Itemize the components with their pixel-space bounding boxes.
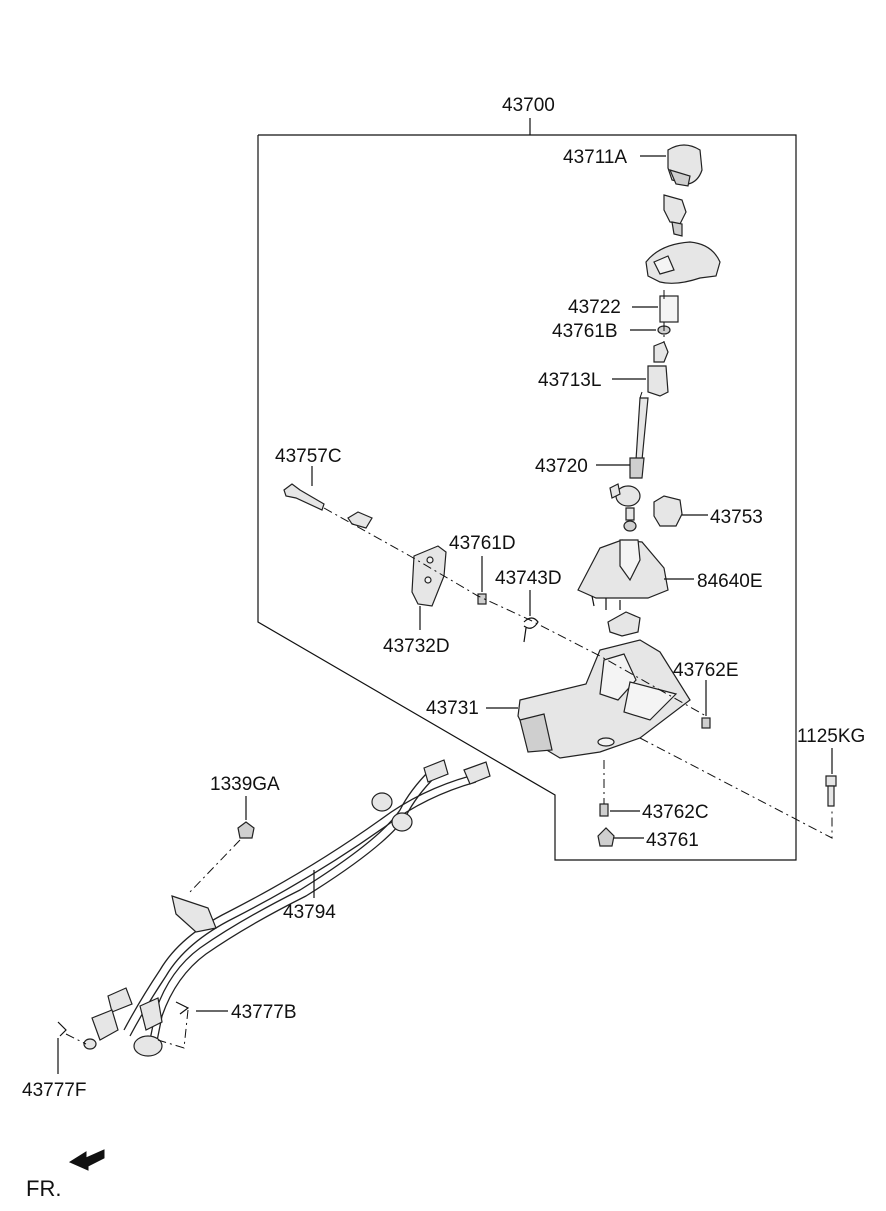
knob-shell-part xyxy=(645,241,721,284)
label-43761B: 43761B xyxy=(552,321,618,342)
shift-lever-part xyxy=(609,397,649,532)
pin-c-part xyxy=(599,803,609,817)
assembly-boundary xyxy=(257,134,797,861)
label-43720: 43720 xyxy=(535,456,588,477)
label-43777F: 43777F xyxy=(22,1080,86,1101)
bolt-kg-part xyxy=(825,775,837,807)
spring-part xyxy=(659,295,679,323)
shift-boot-part xyxy=(577,539,669,637)
bracket-d-part xyxy=(411,545,447,607)
label-43722: 43722 xyxy=(568,297,621,318)
label-43762C: 43762C xyxy=(642,802,709,823)
bushing-part xyxy=(653,495,683,527)
label-43731: 43731 xyxy=(426,698,479,719)
alignment-line-clip-f xyxy=(65,1033,87,1045)
front-arrow-icon xyxy=(68,1149,105,1171)
alignment-line-nut xyxy=(187,839,241,895)
label-43732D: 43732D xyxy=(383,636,450,657)
bolt-c-part xyxy=(283,483,373,529)
lever-l-part xyxy=(647,341,669,397)
label-43762E: 43762E xyxy=(673,660,739,681)
label-43777B: 43777B xyxy=(231,1002,297,1023)
label-43700: 43700 xyxy=(502,95,555,116)
clip-f-part xyxy=(57,1021,67,1037)
front-label: FR. xyxy=(26,1176,61,1201)
shift-cable-part xyxy=(83,759,491,1057)
label-43757C: 43757C xyxy=(275,446,342,467)
label-43713L: 43713L xyxy=(538,370,601,391)
shift-knob-part xyxy=(663,144,703,237)
label-43761: 43761 xyxy=(646,830,699,851)
bush-43761-part xyxy=(597,827,615,847)
label-84640E: 84640E xyxy=(697,571,763,592)
label-1339GA: 1339GA xyxy=(210,774,280,795)
label-43743D: 43743D xyxy=(495,568,562,589)
nut-ga-part xyxy=(237,821,255,839)
alignment-line-lever xyxy=(639,290,665,399)
clip-b-part xyxy=(175,1001,190,1015)
pin-e-part xyxy=(701,717,711,729)
label-43761D: 43761D xyxy=(449,533,516,554)
alignment-line-clip-b xyxy=(157,1009,189,1049)
pin-d-part xyxy=(477,593,487,605)
alignment-line-bolt xyxy=(323,507,707,717)
label-43794: 43794 xyxy=(283,902,336,923)
label-43753: 43753 xyxy=(710,507,763,528)
alignment-line-kg xyxy=(639,737,833,839)
label-43711A: 43711A xyxy=(563,147,627,168)
clip-d-part xyxy=(523,617,539,643)
label-1125KG: 1125KG xyxy=(797,726,865,747)
